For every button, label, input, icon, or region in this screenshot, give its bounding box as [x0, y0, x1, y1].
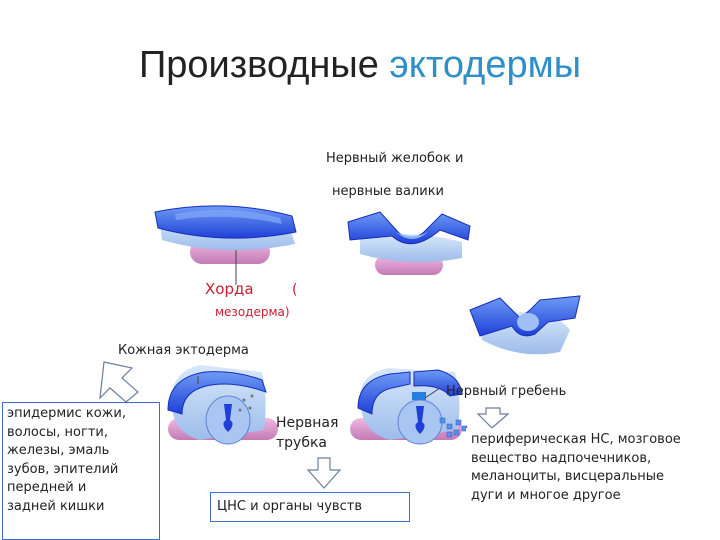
label-chord: Хорда: [205, 280, 254, 298]
arrow-to-crest-derivatives-icon: [476, 407, 510, 429]
stage2-groove: [396, 232, 428, 239]
crest-cells: [412, 392, 426, 400]
page-title: Производные эктодермы: [0, 44, 720, 87]
arrow-to-skin-derivatives-icon: [99, 361, 139, 403]
stage4-neural-tube: [167, 365, 278, 445]
crest-derivative-line: дуги и многое другое: [471, 487, 621, 503]
skin-derivative-line: железы, эмаль: [7, 443, 110, 458]
stage1-neural-plate: [154, 205, 297, 264]
stage1-neural-plate-surface: [175, 209, 282, 224]
crest-derivative-line: вещество надпочечников,: [471, 450, 652, 466]
skin-derivatives-box: эпидермис кожи, волосы, ногти, железы, э…: [2, 402, 160, 540]
skin-derivative-line: зубов, эпителий: [7, 461, 119, 477]
label-mesoderm: мезодерма): [215, 305, 290, 319]
stage2-mesoderm: [360, 233, 462, 263]
label-neural-crest: Нервный гребень: [446, 384, 567, 399]
title-accent: эктодермы: [389, 44, 582, 86]
skin-derivative-line: эпидермис кожи,: [7, 406, 126, 421]
cns-text: ЦНС и органы чувств: [217, 499, 362, 514]
stage3-neural-folds-closing: [469, 295, 581, 355]
title-main: Производные: [138, 44, 379, 86]
stage4b-tube-canal: [415, 406, 425, 434]
crest-migration-checker: [439, 417, 468, 438]
label-neural-groove-2: нервные валики: [332, 184, 444, 199]
stage4-tube-canal: [223, 404, 233, 432]
crest-derivatives-box: периферическая НС, мозговое вещество над…: [466, 428, 718, 540]
label-skin-ectoderm: Кожная эктодерма: [118, 343, 249, 358]
stage2-neural-groove: [347, 211, 471, 275]
skin-derivative-line: задней кишки: [7, 498, 105, 514]
label-neural-tube-2: трубка: [276, 435, 327, 451]
cns-box: ЦНС и органы чувств: [210, 492, 410, 522]
stage4b-ectoderm-right: [413, 369, 463, 397]
stage3-groove: [517, 313, 539, 331]
label-chord-paren: (: [292, 282, 298, 298]
skin-derivative-line: передней и: [7, 480, 87, 495]
stage4-skin-ectoderm: [167, 371, 267, 415]
crest-derivative-line: периферическая НС, мозговое: [471, 432, 681, 447]
stage4-neural-crest: [350, 368, 468, 445]
label-neural-groove-1: Нервный желобок и: [326, 151, 464, 166]
label-neural-tube-1: Нервная: [276, 415, 339, 431]
skin-derivative-line: волосы, ногти,: [7, 424, 108, 440]
crest-pointer: [424, 387, 441, 399]
arrow-to-cns-icon: [306, 457, 342, 489]
crest-derivative-line: меланоциты, висцеральные: [471, 469, 664, 484]
stage4b-ectoderm-left: [357, 371, 411, 415]
